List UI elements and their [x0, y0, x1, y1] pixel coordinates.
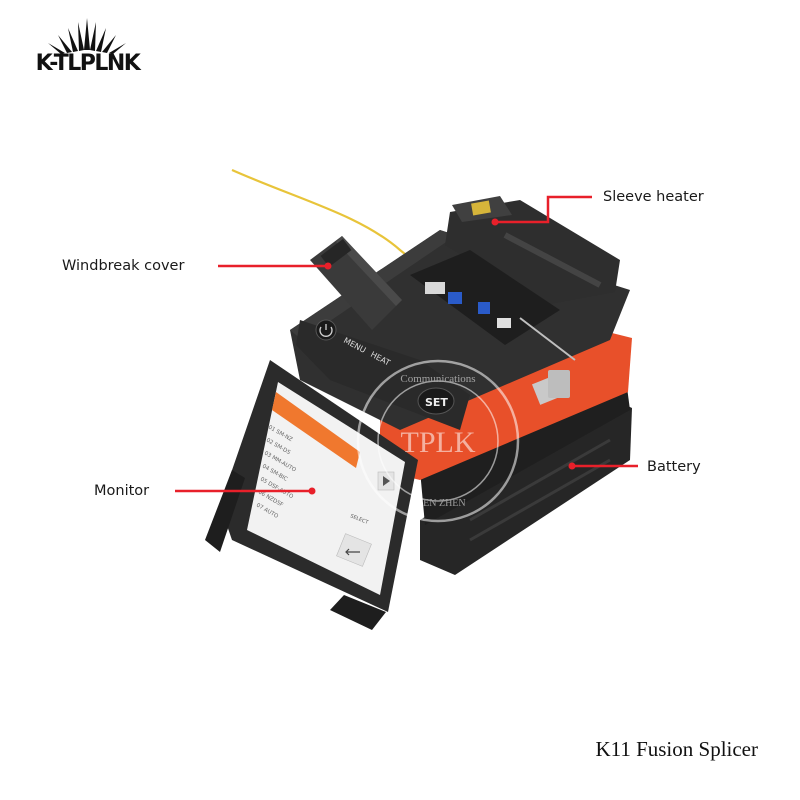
windbreak-cover-label: Windbreak cover [62, 258, 185, 274]
watermark-top-text: Communications [400, 373, 475, 385]
watermark-bottom-text: SHEN ZHEN [410, 498, 465, 509]
logo-text: K-TLPLNK [35, 51, 141, 76]
tplk-watermark: TPLK Communications SHEN ZHEN [356, 359, 520, 523]
battery-label: Battery [647, 459, 701, 475]
logo-sunburst-icon [48, 18, 126, 54]
screen-play-icon [383, 476, 390, 486]
screen-return-icon [345, 548, 360, 556]
set-button-label: SET [425, 396, 448, 409]
monitor-label: Monitor [94, 483, 150, 499]
watermark-center-text: TPLK [401, 426, 476, 459]
sleeve-heater-callout-line [495, 195, 592, 224]
sleeve-heater-label: Sleeve heater [603, 189, 704, 205]
product-title: K11 Fusion Splicer [595, 737, 758, 761]
screen-selected-row [272, 392, 360, 468]
splicer-body [380, 330, 632, 480]
brand-logo: K-TLPLNK [20, 14, 155, 78]
callout-lines [175, 195, 638, 495]
